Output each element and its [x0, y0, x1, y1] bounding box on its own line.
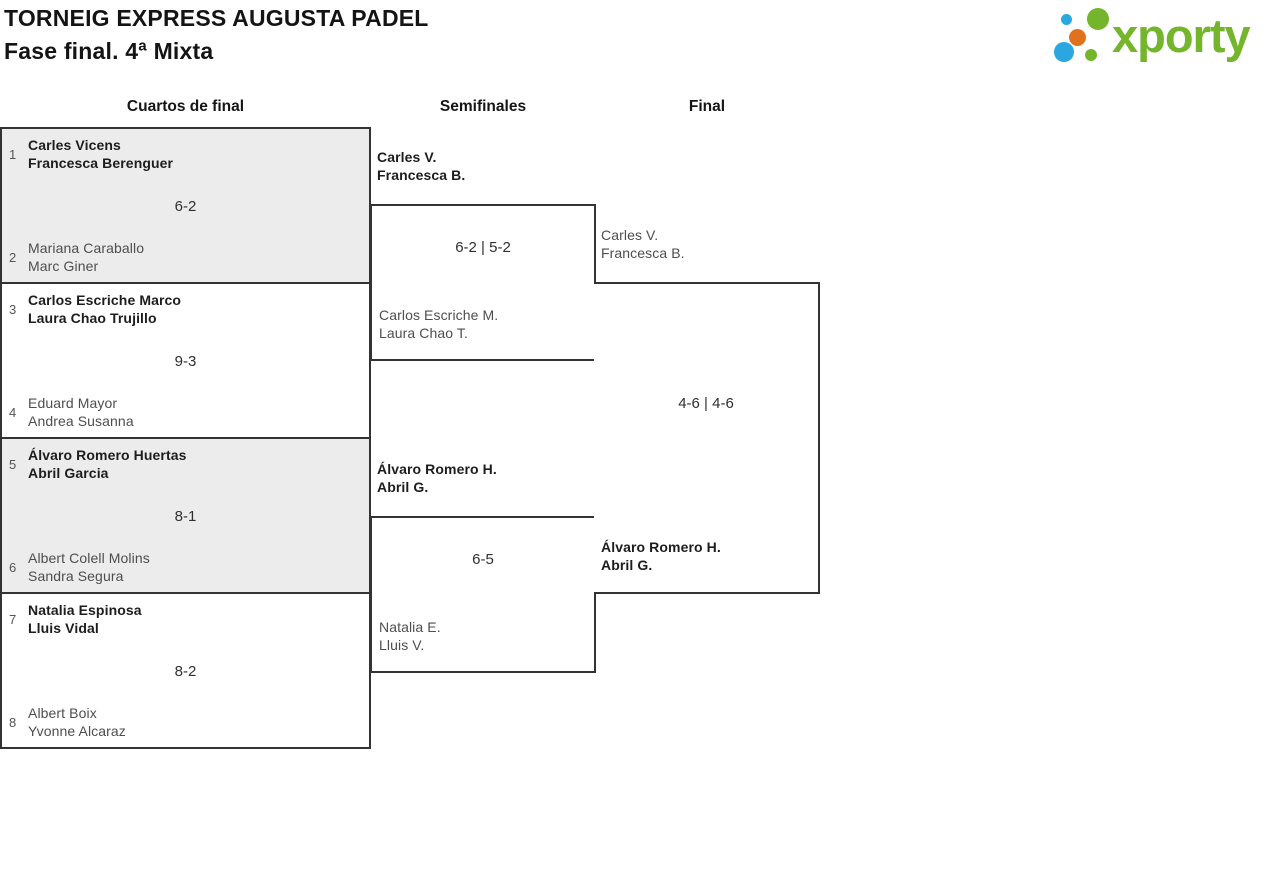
match-score: 4-6 | 4-6 [678, 395, 734, 412]
player-name: Abril G. [377, 479, 429, 495]
semifinal-match-2: 6-5 Natalia E. Lluis V. [370, 516, 596, 673]
logo-wordmark: xporty [1112, 9, 1251, 62]
match-score: 6-2 [174, 198, 197, 215]
match-score: 6-2 | 5-2 [455, 239, 511, 256]
player-name: Sandra Segura [28, 568, 124, 584]
round-header-semifinals: Semifinales [439, 98, 527, 115]
logo-dot-icon [1061, 14, 1072, 25]
player-name: Francesca B. [601, 245, 685, 261]
seed-number: 3 [9, 301, 17, 317]
logo-dot-icon [1087, 8, 1109, 30]
player-name: Lluis V. [379, 637, 425, 653]
player-name: Abril G. [601, 557, 653, 573]
match-score: 8-2 [174, 663, 197, 680]
player-name: Carlos Escriche Marco [28, 292, 182, 308]
player-name: Albert Colell Molins [28, 550, 150, 566]
semifinal-1-bottom-team: Carlos Escriche M. Laura Chao T. [379, 306, 498, 342]
player-name: Carles V. [377, 149, 437, 165]
final-top-team: Carles V. Francesca B. [601, 226, 685, 262]
quarterfinal-match-3: 5 Álvaro Romero Huertas Abril Garcia 8-1… [0, 437, 371, 594]
player-name: Laura Chao Trujillo [28, 310, 157, 326]
player-name: Mariana Caraballo [28, 240, 145, 256]
player-name: Natalia Espinosa [28, 602, 142, 618]
team-pair: Albert Boix Yvonne Alcaraz [28, 704, 126, 740]
semifinal-2-bottom-team: Natalia E. Lluis V. [379, 618, 441, 654]
player-name: Álvaro Romero Huertas [28, 447, 187, 463]
final-match: 4-6 | 4-6 Álvaro Romero H. Abril G. [594, 282, 820, 594]
player-name: Abril Garcia [28, 465, 109, 481]
player-name: Lluis Vidal [28, 620, 99, 636]
logo-dot-icon [1069, 29, 1086, 46]
player-name: Carlos Escriche M. [379, 307, 499, 323]
player-name: Marc Giner [28, 258, 99, 274]
semifinal-2-top-team: Álvaro Romero H. Abril G. [377, 460, 497, 496]
seed-number: 5 [9, 456, 17, 472]
quarterfinal-match-4: 7 Natalia Espinosa Lluis Vidal 8-2 8 Alb… [0, 592, 371, 749]
seed-number: 7 [9, 611, 17, 627]
player-name: Álvaro Romero H. [601, 539, 721, 555]
match-score: 6-5 [472, 551, 494, 568]
quarterfinal-match-2: 3 Carlos Escriche Marco Laura Chao Truji… [0, 282, 371, 439]
round-header-final: Final [688, 98, 726, 115]
player-name: Albert Boix [28, 705, 97, 721]
player-name: Laura Chao T. [379, 325, 468, 341]
seed-number: 4 [9, 404, 17, 420]
team-pair: Álvaro Romero Huertas Abril Garcia [28, 446, 186, 482]
player-name: Eduard Mayor [28, 395, 118, 411]
round-header-quarterfinals: Cuartos de final [126, 98, 245, 115]
seed-number: 8 [9, 714, 17, 730]
player-name: Natalia E. [379, 619, 441, 635]
player-name: Yvonne Alcaraz [28, 723, 126, 739]
page-header: TORNEIG EXPRESS AUGUSTA PADEL Fase final… [4, 2, 429, 68]
player-name: Andrea Susanna [28, 413, 134, 429]
team-pair: Albert Colell Molins Sandra Segura [28, 549, 150, 585]
logo-dot-icon [1054, 42, 1074, 62]
team-pair: Carles Vicens Francesca Berenguer [28, 136, 173, 172]
match-score: 8-1 [174, 508, 197, 525]
team-pair: Mariana Caraballo Marc Giner [28, 239, 144, 275]
quarterfinal-match-1: 1 Carles Vicens Francesca Berenguer 6-2 … [0, 127, 371, 284]
player-name: Francesca Berenguer [28, 155, 174, 171]
xporty-logo[interactable]: xporty [1048, 0, 1278, 78]
match-score: 9-3 [174, 353, 197, 370]
final-bottom-team: Álvaro Romero H. Abril G. [601, 538, 721, 574]
phase-subtitle: Fase final. 4ª Mixta [4, 38, 214, 64]
player-name: Francesca B. [377, 167, 466, 183]
seed-number: 6 [9, 559, 17, 575]
player-name: Carles V. [601, 227, 659, 243]
tournament-title: TORNEIG EXPRESS AUGUSTA PADEL [4, 5, 429, 31]
team-pair: Eduard Mayor Andrea Susanna [28, 394, 134, 430]
semifinal-1-top-team: Carles V. Francesca B. [377, 148, 465, 184]
team-pair: Natalia Espinosa Lluis Vidal [28, 601, 142, 637]
logo-dot-icon [1085, 49, 1097, 61]
player-name: Carles Vicens [28, 137, 121, 153]
team-pair: Carlos Escriche Marco Laura Chao Trujill… [28, 291, 181, 327]
seed-number: 2 [9, 249, 17, 265]
player-name: Álvaro Romero H. [377, 461, 497, 477]
semifinal-match-1: 6-2 | 5-2 Carlos Escriche M. Laura Chao … [370, 204, 596, 361]
seed-number: 1 [9, 146, 17, 162]
